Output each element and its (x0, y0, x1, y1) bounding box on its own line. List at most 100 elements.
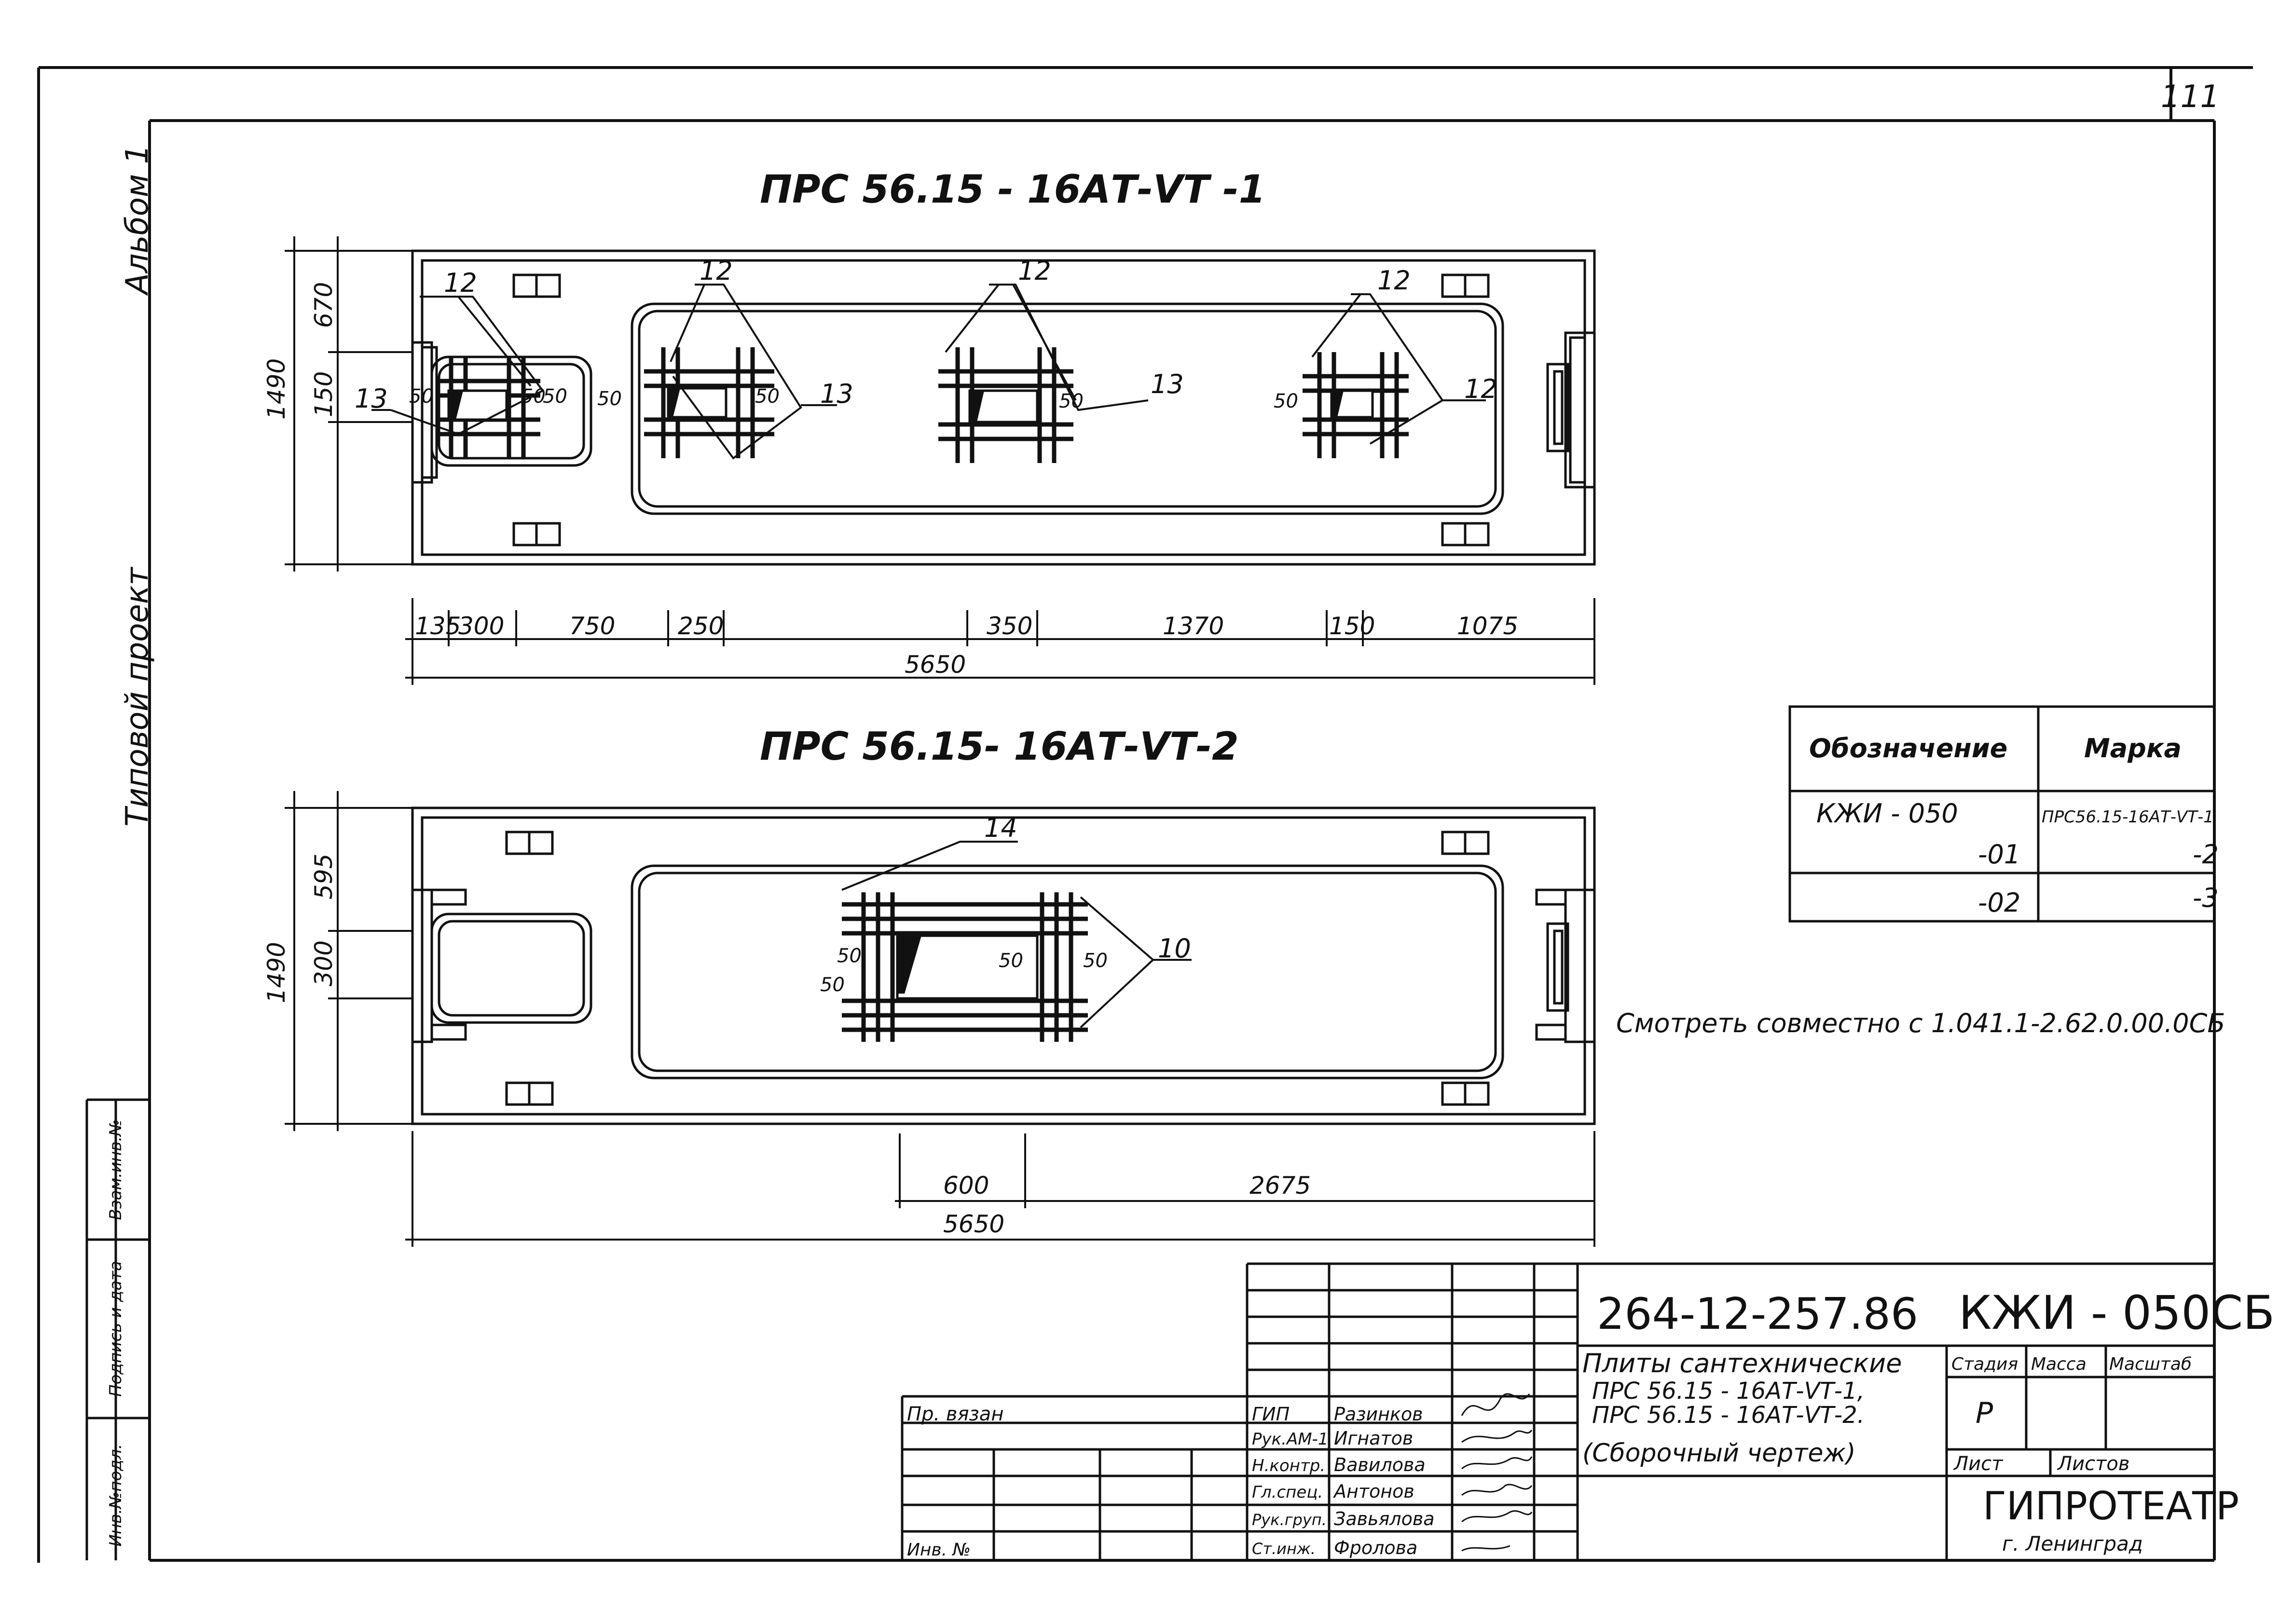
svg-text:5650: 5650 (905, 651, 966, 679)
callout-12a: 12 (444, 268, 477, 298)
drawing2-horizontal-dim-labels: 600 2675 5650 (943, 1172, 1311, 1238)
org-name: ГИПРОТЕАТР (1983, 1484, 2239, 1528)
svg-text:50: 50 (1083, 950, 1108, 972)
col-stage: Стадия (1951, 1354, 2018, 1374)
drawing1-vertical-dim-labels: 1490 670 150 (262, 282, 338, 420)
drawing2-horizontal-dims (405, 1131, 1595, 1247)
svg-text:150: 150 (1329, 612, 1375, 640)
table-header-designation: Обозначение (1809, 733, 2007, 764)
project-label: Типовой проект (120, 567, 155, 827)
svg-text:50: 50 (755, 385, 780, 408)
drawing2-callouts: 14 10 (984, 813, 1191, 964)
org-city: г. Ленинград (2002, 1532, 2143, 1556)
drawing1-vertical-dims (285, 236, 412, 572)
svg-text:50: 50 (521, 385, 546, 408)
svg-text:5650: 5650 (943, 1210, 1004, 1238)
svg-text:135: 135 (415, 612, 461, 640)
callout-13a: 13 (355, 383, 388, 414)
title-line-2: ПРС 56.15 - 16АТ-ⅤТ-1, (1592, 1378, 1865, 1405)
sheet-number: 111 (2161, 79, 2220, 115)
drawing1-horizontal-dims (405, 598, 1595, 685)
reference-note: Смотреть совместно с 1.041.1-2.62.0.00.0… (1616, 1008, 2225, 1038)
drawing1-leaders (371, 284, 1486, 460)
stamp-signature: Подпись и дата (106, 1261, 125, 1397)
svg-text:Разинков: Разинков (1334, 1404, 1423, 1425)
drawing2-vertical-dims (285, 791, 412, 1131)
sheet-label: Лист (1953, 1453, 2004, 1475)
signatures (1461, 1393, 1533, 1552)
svg-text:50: 50 (1274, 390, 1298, 412)
table-row-1-designation: КЖИ - 050 (1816, 798, 1958, 829)
drawing1-rebar (437, 347, 1409, 463)
sheets-label: Листов (2057, 1453, 2129, 1475)
svg-text:Завьялова: Завьялова (1334, 1508, 1435, 1529)
svg-text:50: 50 (820, 974, 845, 996)
inv-no-label: Инв. № (907, 1540, 971, 1560)
svg-text:50: 50 (1059, 390, 1084, 412)
stamp-inv-no: Инв.№подл. (106, 1444, 125, 1547)
svg-text:Игнатов: Игнатов (1334, 1428, 1413, 1449)
callout-12d: 12 (1377, 265, 1411, 296)
stage-value: Р (1976, 1396, 1993, 1430)
table-row-1-mark: ПРС56.15-16АТ-ⅤТ-1 (2042, 807, 2214, 827)
col-scale: Масштаб (2109, 1354, 2192, 1374)
drawing1-hole-markers (447, 387, 1374, 423)
callout-10: 10 (1158, 933, 1191, 964)
drawing1-lifting-loops (512, 273, 1490, 546)
svg-text:595: 595 (310, 854, 338, 900)
privyazan-label: Пр. вязан (907, 1403, 1003, 1425)
svg-text:250: 250 (678, 612, 724, 640)
callout-12c: 12 (1018, 256, 1051, 286)
title-block-grid (901, 1262, 2214, 1560)
svg-text:50: 50 (999, 950, 1023, 972)
callout-13b: 13 (820, 379, 853, 409)
table-header-mark: Марка (2084, 733, 2182, 764)
marks-table-text: Обозначение Марка КЖИ - 050 ПРС56.15-16А… (1809, 733, 2219, 918)
svg-text:300: 300 (458, 612, 504, 640)
drawing1-callouts: 12 12 12 12 13 13 13 12 (355, 256, 1497, 414)
svg-text:Антонов: Антонов (1332, 1481, 1414, 1502)
callout-14: 14 (984, 813, 1017, 843)
drawing2-hole (896, 934, 1039, 1000)
svg-text:1490: 1490 (262, 942, 290, 1003)
svg-text:Рук.АМ-1: Рук.АМ-1 (1252, 1430, 1328, 1449)
drawing2-hole-fill (897, 936, 921, 994)
drawing1-rebar-dims: 50 50 50 50 50 50 50 (409, 385, 1298, 412)
stamp-vzam: Взам.инв.№ (106, 1119, 125, 1220)
title-line-1: Плиты сантехнические (1582, 1348, 1902, 1378)
callout-12e: 12 (1464, 374, 1497, 404)
svg-text:2675: 2675 (1249, 1172, 1311, 1200)
svg-text:Вавилова: Вавилова (1334, 1454, 1426, 1475)
table-row-3-designation: -02 (1978, 887, 2020, 918)
title-block-text: 264-12-257.86 КЖИ - 050СБ Плиты сантехни… (907, 1286, 2275, 1560)
svg-text:Н.контр.: Н.контр. (1252, 1456, 1325, 1475)
drawing2-leaders (841, 841, 1192, 1028)
drawing2-vertical-dim-labels: 1490 595 300 (262, 854, 338, 1003)
callout-13c: 13 (1151, 369, 1184, 399)
svg-text:1370: 1370 (1163, 612, 1224, 640)
svg-text:600: 600 (943, 1172, 989, 1200)
svg-text:Фролова: Фролова (1334, 1537, 1417, 1558)
album-label: Альбом 1 (120, 144, 155, 294)
svg-text:Ст.инж.: Ст.инж. (1252, 1540, 1316, 1558)
drawing1-horizontal-dim-labels: 135 300 750 250 350 1370 150 1075 5650 (415, 612, 1518, 679)
svg-text:350: 350 (987, 612, 1032, 640)
svg-text:50: 50 (597, 388, 622, 410)
drawing2-rebar (842, 892, 1088, 1042)
title-line-4: (Сборочный чертеж) (1582, 1439, 1856, 1468)
svg-text:300: 300 (310, 941, 338, 986)
callout-12b: 12 (700, 256, 733, 286)
svg-text:1075: 1075 (1457, 612, 1518, 640)
drawing2-lifting-loops (505, 831, 1490, 1106)
drawing1-hole-fills (449, 388, 1344, 422)
svg-text:750: 750 (569, 612, 615, 640)
table-row-2-mark: -2 (2193, 839, 2219, 870)
svg-text:Рук.груп.: Рук.груп. (1252, 1511, 1327, 1529)
svg-text:150: 150 (310, 371, 338, 417)
drawing1-outline (411, 249, 1596, 566)
svg-text:50: 50 (543, 385, 567, 408)
table-row-3-mark: -3 (2193, 883, 2219, 913)
left-stamp (85, 1098, 150, 1560)
col-mass: Масса (2031, 1354, 2087, 1374)
